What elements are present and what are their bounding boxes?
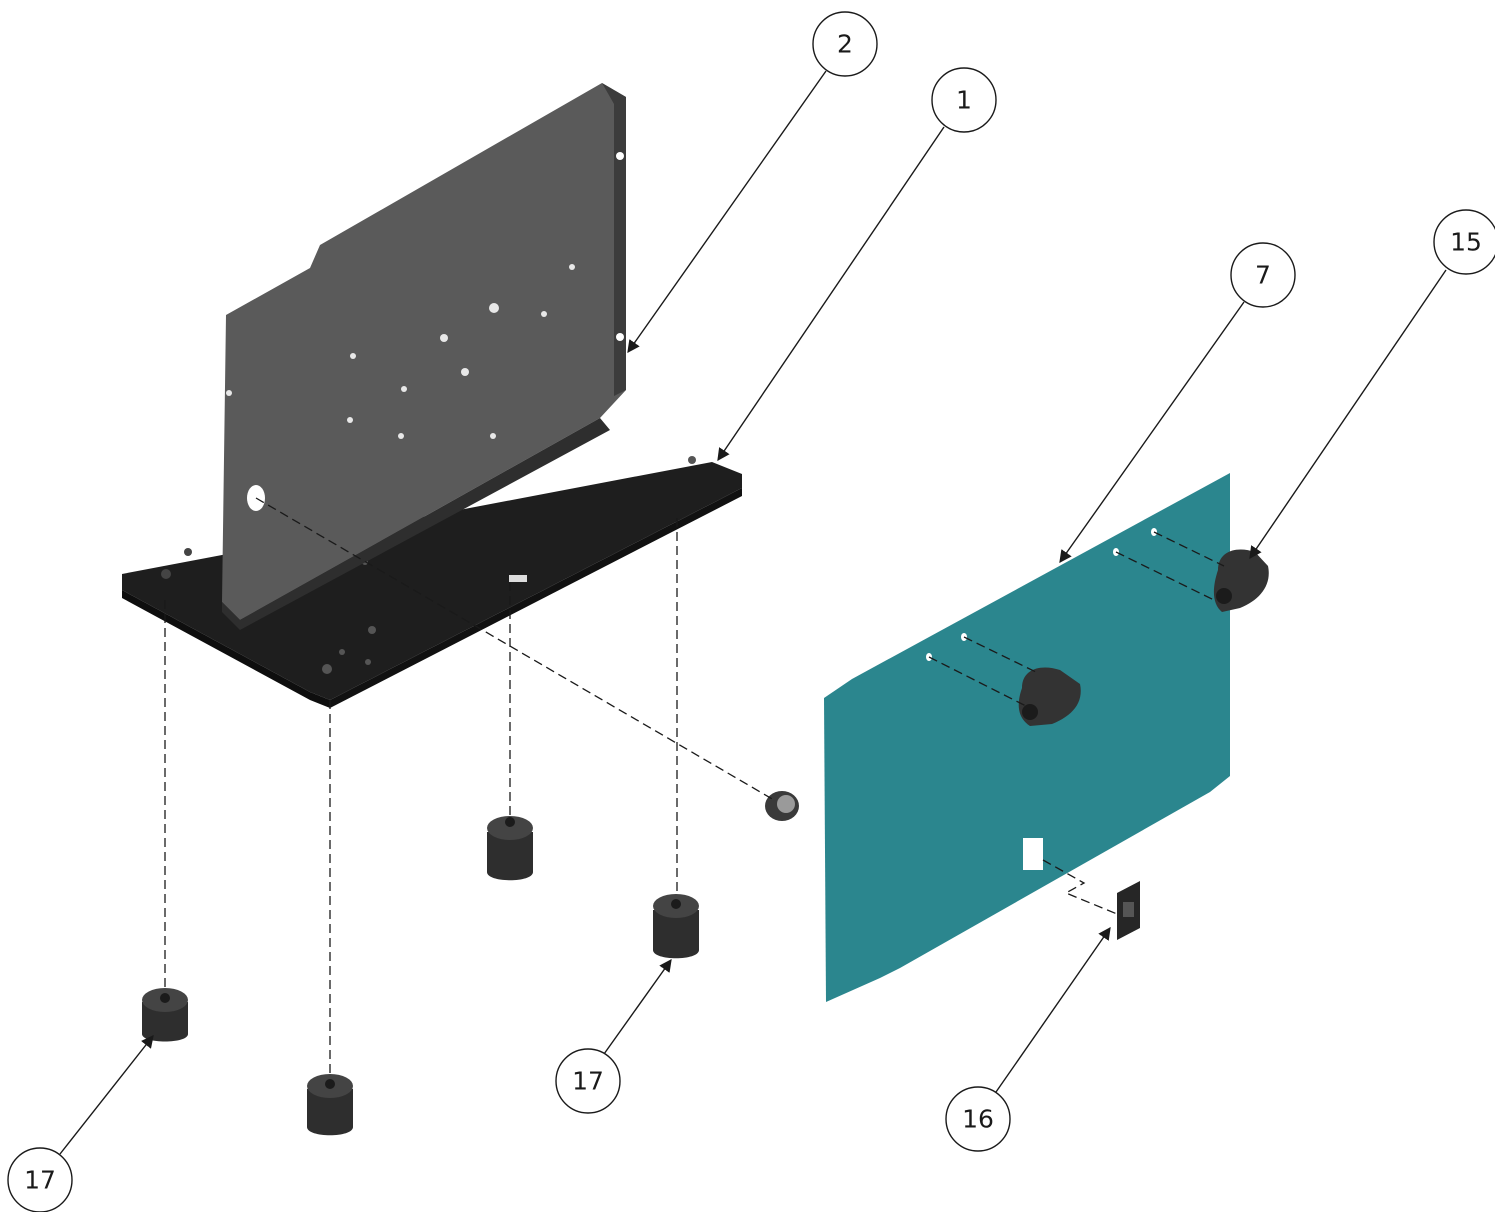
balloon-15: 15: [1249, 209, 1495, 560]
balloon-label: 2: [837, 30, 853, 59]
balloon-label: 7: [1255, 261, 1271, 290]
balloon-2: 2: [627, 11, 878, 354]
latch-lower: [1018, 667, 1081, 726]
back-panel: [222, 83, 626, 630]
base-plate: [122, 426, 742, 708]
balloon-label: 15: [1450, 228, 1482, 257]
balloon-label: 1: [956, 86, 972, 115]
assembly-lines: [164, 497, 1225, 1074]
balloon-label: 16: [962, 1105, 994, 1134]
balloon-label: 17: [572, 1067, 604, 1096]
balloon-7: 7: [1059, 242, 1296, 564]
leveling-foot-3: [487, 816, 533, 881]
balloon-17-left: 17: [7, 1035, 154, 1212]
balloon-label: 17: [24, 1166, 56, 1195]
balloon-17-middle: 17: [555, 958, 672, 1114]
leveling-foot-2: [307, 1074, 353, 1136]
latch-upper: [1213, 549, 1269, 612]
switch-component: [1117, 881, 1140, 940]
grommet: [765, 791, 799, 821]
balloon-1: 1: [717, 67, 997, 462]
leveling-foot-4: [653, 894, 699, 959]
leveling-foot-1: [142, 988, 188, 1042]
balloon-16: 16: [945, 926, 1111, 1152]
cover-panel: [824, 473, 1230, 1002]
